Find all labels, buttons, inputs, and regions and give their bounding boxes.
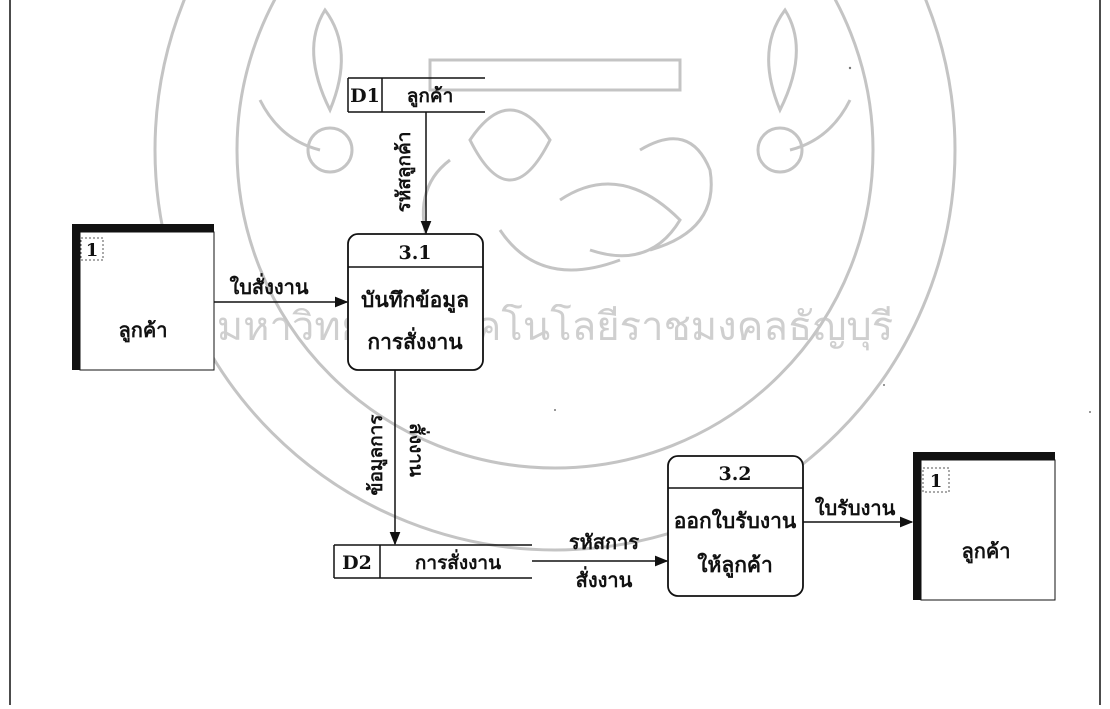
external-entity-right-id: 1 <box>930 471 943 492</box>
data-store-d2: D2 การสั่งงาน <box>334 545 532 578</box>
process-3-1-number: 3.1 <box>398 242 431 264</box>
flow-entity-to-process-3-1: ใบสั่งงาน <box>214 272 347 302</box>
flow-entity-to-process-3-1-label: ใบสั่งงาน <box>229 272 308 299</box>
watermark-text-group: มหาวิทยาลัยเทคโนโลยีราชมงคลธัญบุรี <box>217 304 894 351</box>
data-store-d1-id: D1 <box>350 85 380 107</box>
process-3-1: 3.1 บันทึกข้อมูล การสั่งงาน <box>348 234 483 370</box>
process-3-2: 3.2 ออกใบรับงาน ให้ลูกค้า <box>668 456 803 596</box>
external-entity-customer-left: 1 ลูกค้า <box>72 224 214 370</box>
process-3-2-number: 3.2 <box>718 463 751 485</box>
flow-process-3-1-to-d2-label-1: ข้อมูลการ <box>365 414 388 496</box>
scan-specks <box>554 67 1091 413</box>
external-entity-right-name: ลูกค้า <box>962 539 1011 565</box>
process-3-2-line2: ให้ลูกค้า <box>697 552 773 579</box>
process-3-2-line1: ออกใบรับงาน <box>674 508 797 533</box>
data-store-d1-name: ลูกค้า <box>407 85 454 108</box>
data-store-d1: D1 ลูกค้า <box>348 78 485 112</box>
flow-d1-to-process-3-1: รหัสลูกค้า <box>393 112 426 233</box>
watermark-text: มหาวิทยาลัยเทคโนโลยีราชมงคลธัญบุรี <box>217 304 894 351</box>
flow-process-3-2-to-entity-label: ใบรับงาน <box>815 496 896 520</box>
data-store-d2-name: การสั่งงาน <box>415 549 501 574</box>
process-3-1-line1: บันทึกข้อมูล <box>361 287 469 314</box>
flow-d1-to-process-3-1-label: รหัสลูกค้า <box>393 132 416 213</box>
data-store-d2-id: D2 <box>342 552 372 574</box>
flow-d2-to-process-3-2-label-1: รหัสการ <box>569 530 639 554</box>
flow-process-3-1-to-d2-label-2: สั่งงาน <box>405 423 430 477</box>
external-entity-left-id: 1 <box>86 240 99 261</box>
external-entity-left-name: ลูกค้า <box>119 318 168 344</box>
flow-process-3-2-to-entity: ใบรับงาน <box>803 496 912 522</box>
flow-d2-to-process-3-2-label-2: สั่งงาน <box>576 565 633 592</box>
process-3-1-line2: การสั่งงาน <box>367 326 463 354</box>
external-entity-customer-right: 1 ลูกค้า <box>913 452 1055 600</box>
